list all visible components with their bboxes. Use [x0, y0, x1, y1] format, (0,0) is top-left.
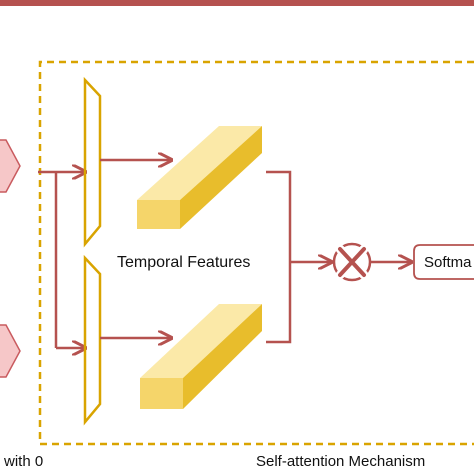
upper-feature-block	[137, 126, 262, 229]
padding-note-label: with 0	[4, 453, 44, 470]
top-bar	[0, 0, 474, 6]
softmax-box	[413, 244, 474, 280]
lower-feature-block	[140, 304, 262, 409]
self-attention-mechanism-label: Self-attention Mechanism	[256, 453, 426, 470]
temporal-features-label: Temporal Features	[117, 254, 251, 271]
self-attention-region	[38, 60, 474, 446]
input-shape-bottom	[0, 324, 21, 378]
upper-projection-trapezoid	[83, 76, 102, 248]
softmax-label: Softma	[424, 254, 472, 271]
lower-projection-trapezoid	[83, 254, 102, 426]
x-multiply-icon	[332, 242, 372, 282]
input-shape-top	[0, 139, 21, 193]
merge-bracket	[266, 170, 292, 344]
